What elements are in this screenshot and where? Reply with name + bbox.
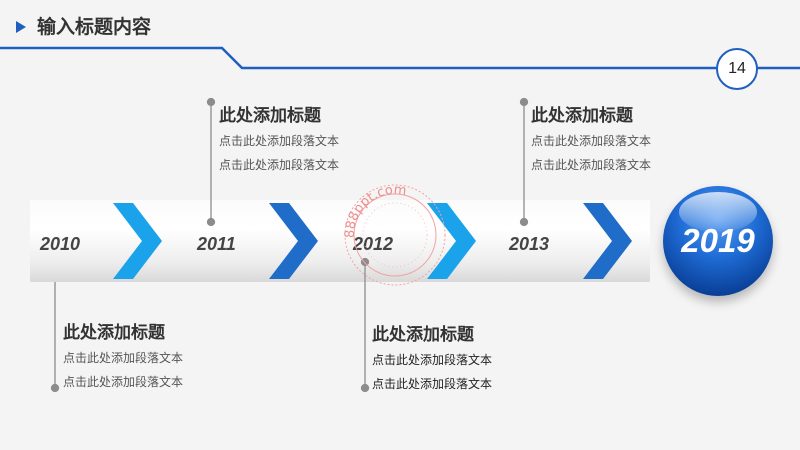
entry-title: 此处添加标题 [63,323,165,343]
entry-title: 此处添加标题 [372,325,474,345]
entry-text-line: 点击此处添加段落文本 [219,134,340,148]
year-label-2012: 2012 [353,234,394,254]
entry-text-line: 点击此处添加段落文本 [372,377,493,391]
entry-text-line: 点击此处添加段落文本 [531,158,652,172]
timeline-entry-2011: 此处添加标题 点击此处添加段落文本 点击此处添加段落文本 [219,103,339,177]
page-number-badge: 14 [716,48,758,90]
year-label-2010: 2010 [40,234,81,254]
year-label-2013: 2013 [509,234,550,254]
entry-text-line: 点击此处添加段落文本 [63,375,184,389]
entry-text-line: 点击此处添加段落文本 [219,158,340,172]
entry-text-line: 点击此处添加段落文本 [63,351,184,365]
entry-text-line: 点击此处添加段落文本 [531,134,652,148]
year-label-2011: 2011 [197,234,236,254]
page-title: 输入标题内容 [37,16,152,38]
entry-text-line: 点击此处添加段落文本 [372,353,493,367]
timeline-entry-2010: 此处添加标题 点击此处添加段落文本 点击此处添加段落文本 [63,320,183,394]
ball-highlight [679,192,757,232]
timeline-entry-2013: 此处添加标题 点击此处添加段落文本 点击此处添加段落文本 [531,103,651,177]
final-year-ball: 2019 [663,186,773,296]
timeline-band [30,200,650,282]
entry-title: 此处添加标题 [219,106,321,126]
timeline-entry-2012: 此处添加标题 点击此处添加段落文本 点击此处添加段落文本 [372,322,492,396]
title-triangle-icon [16,21,26,33]
entry-title: 此处添加标题 [531,106,633,126]
final-year-label: 2019 [681,222,755,259]
